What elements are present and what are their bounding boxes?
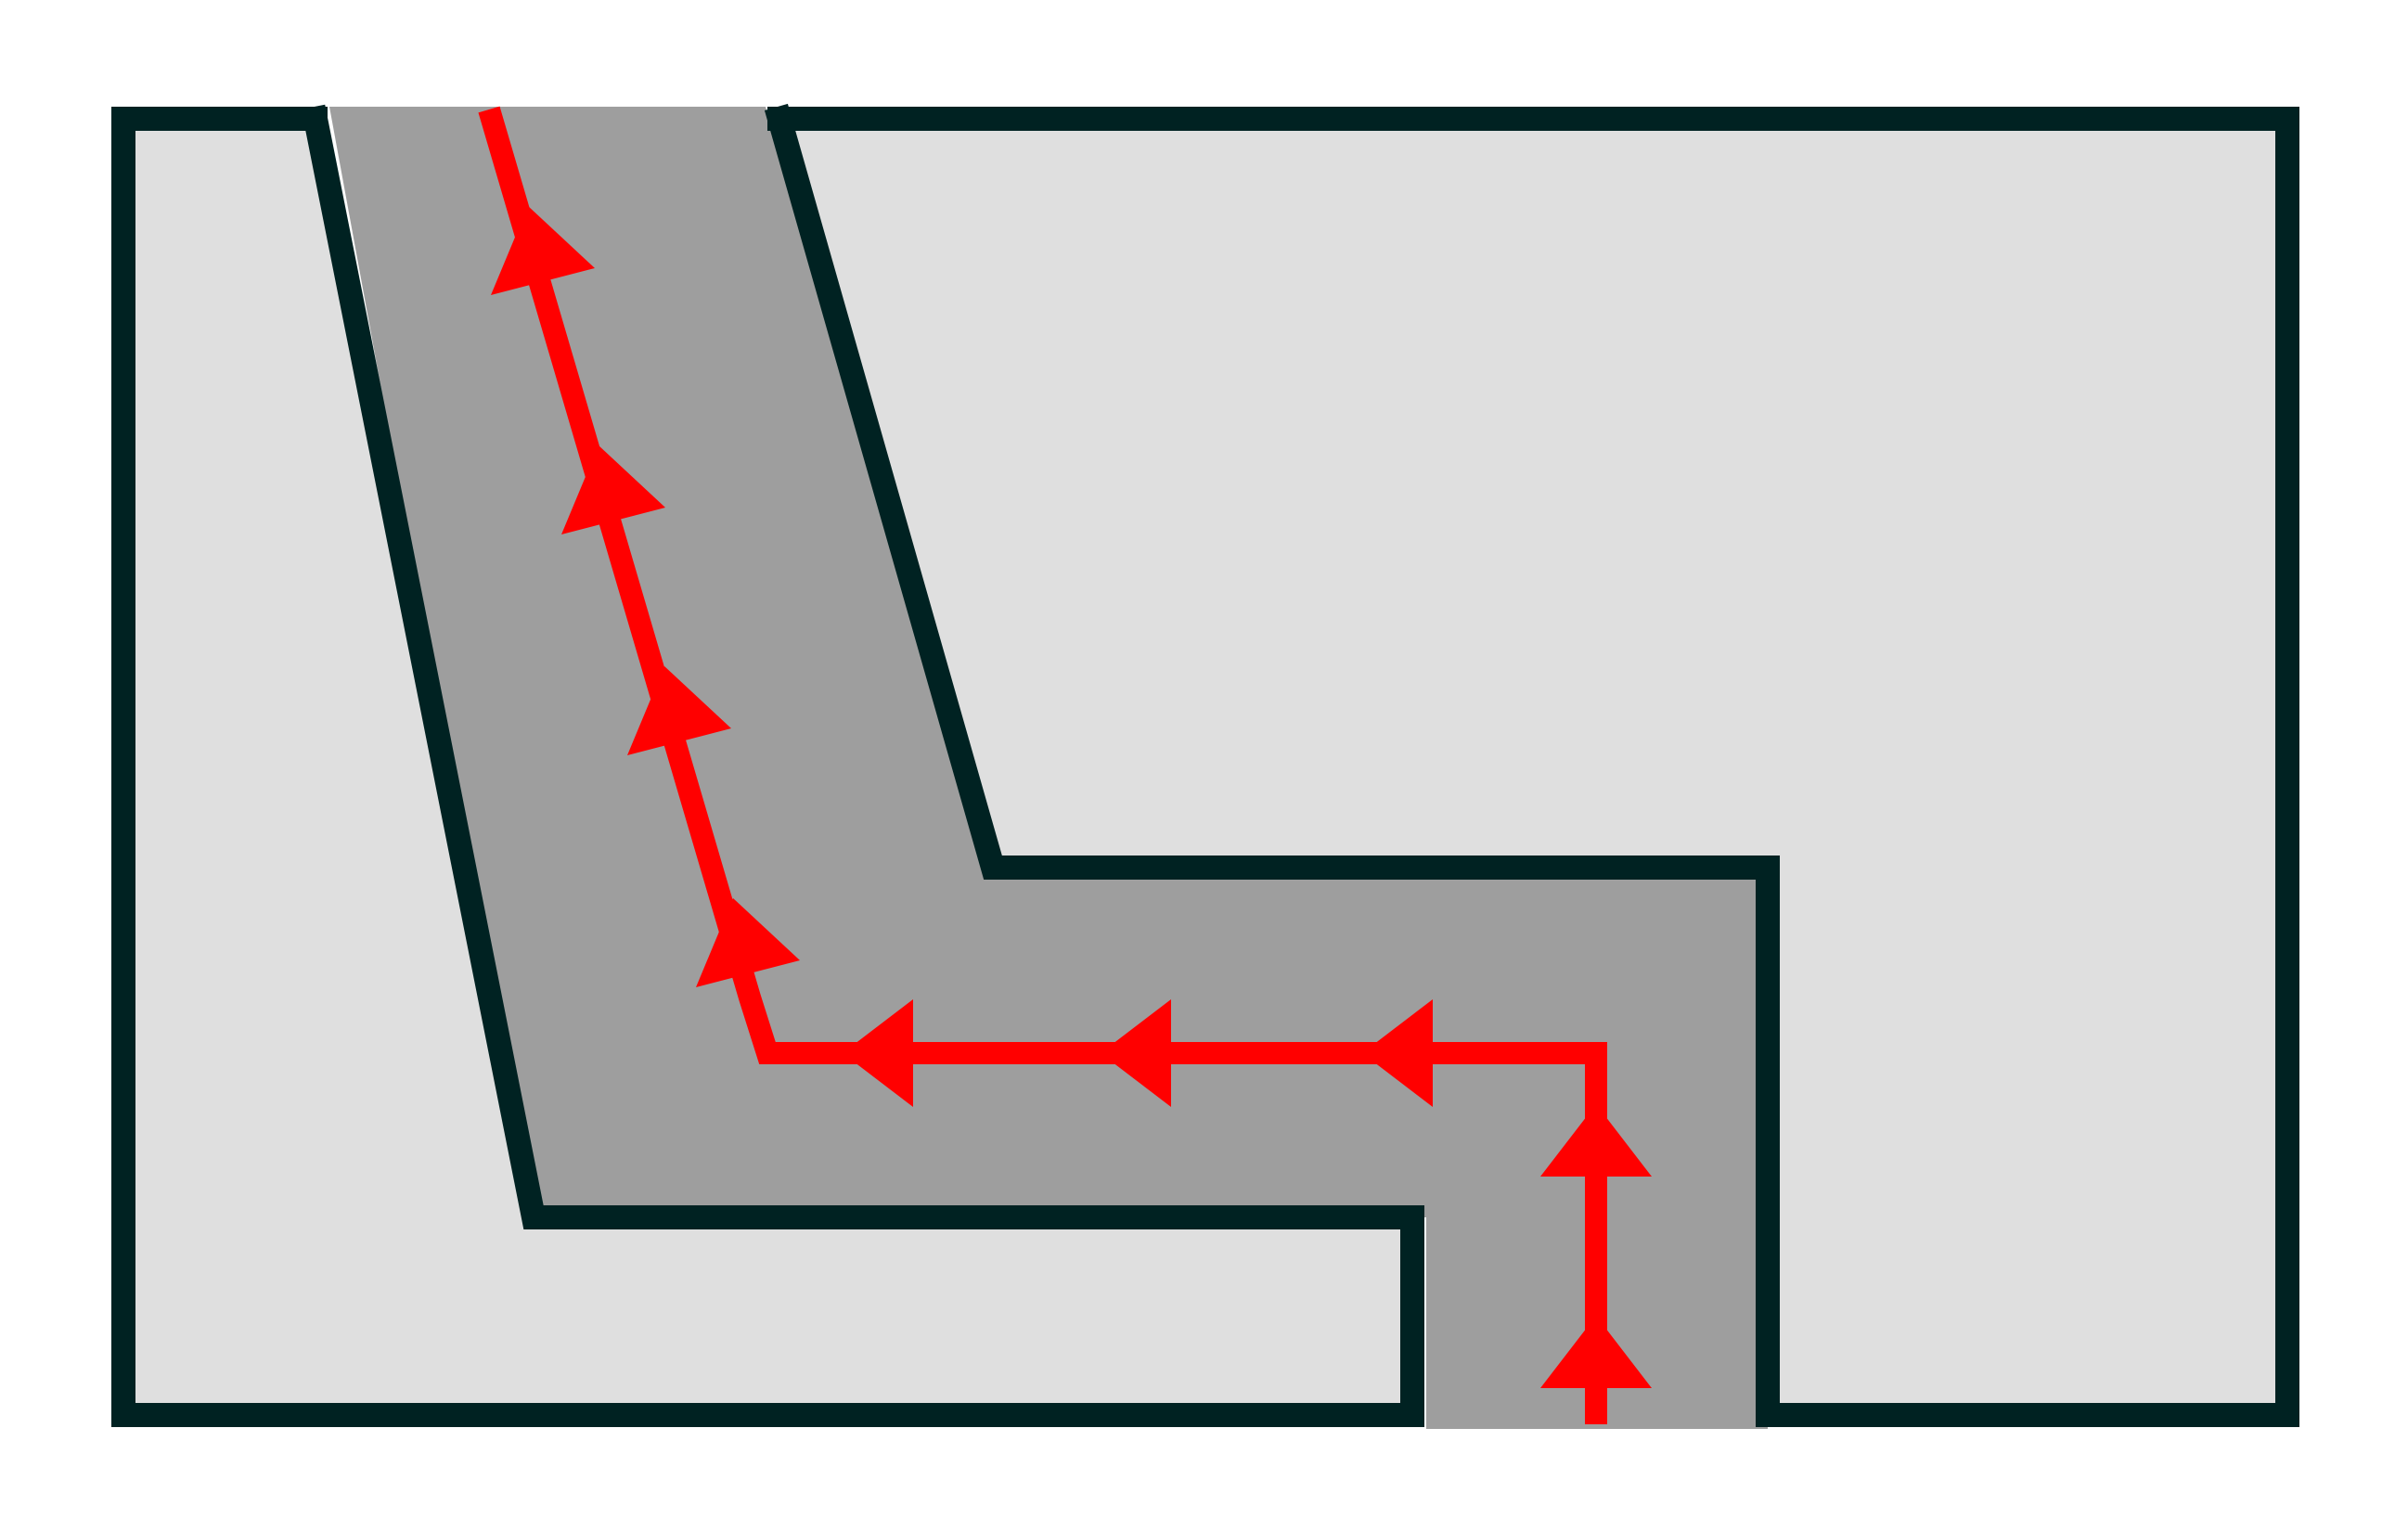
arrowhead [696,898,800,987]
arrowhead [1540,1316,1652,1388]
horizontal-arrows [843,999,1433,1107]
arrowhead [491,206,595,295]
arrowhead [1101,999,1171,1107]
left-region [123,119,1412,1415]
arrowhead [1362,999,1433,1107]
arrowhead [627,666,731,755]
arrowhead [843,999,913,1107]
right-region [779,119,2287,1415]
walls [111,103,2299,1427]
arrowhead [561,445,665,534]
diagonal-arrows [491,206,800,987]
left-outer-wall [111,104,1424,1427]
arrowhead [1540,1104,1652,1177]
channel [329,107,1768,1429]
right-outer-wall [764,103,2299,1427]
vertical-arrows [1540,1104,1652,1388]
